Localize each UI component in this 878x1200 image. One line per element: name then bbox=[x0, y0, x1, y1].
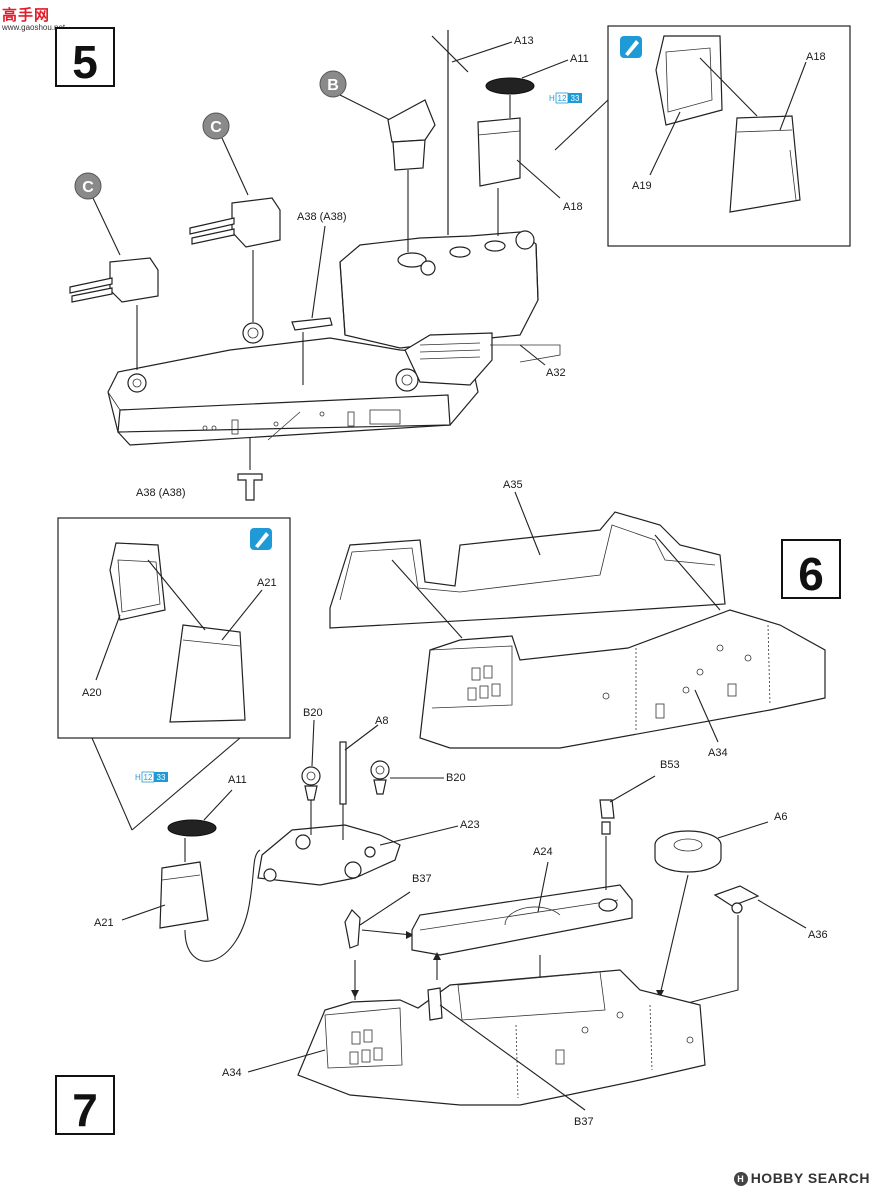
watermark-brand: 高手网 bbox=[2, 7, 51, 24]
deck-a35: A35 bbox=[329, 479, 726, 639]
platform-a23: A23 bbox=[257, 819, 480, 886]
label-b37-bottom: B37 bbox=[574, 1116, 594, 1128]
watermark-url: www.gaoshou.net bbox=[2, 23, 66, 32]
part-b37-bottom: B37 bbox=[427, 987, 594, 1128]
label-a11: A11 bbox=[570, 53, 589, 65]
step-5: 5 bbox=[55, 25, 851, 501]
callout-circle bbox=[319, 70, 347, 98]
inset-funnel-detail-7: A21 A20 bbox=[57, 517, 291, 831]
hull-deck-assembly bbox=[107, 322, 479, 446]
part-a6: A6 bbox=[654, 811, 787, 998]
label-b20-right: B20 bbox=[446, 772, 466, 784]
footer-text: HOBBY SEARCH bbox=[750, 1170, 870, 1186]
label-a34: A34 bbox=[708, 747, 728, 759]
hull-a34-7: A34 bbox=[222, 960, 706, 1106]
step-number-box bbox=[781, 539, 841, 599]
label-a19: A19 bbox=[632, 180, 652, 192]
step-7: 7 A21 A20 H 12 33 A11 bbox=[55, 517, 828, 1136]
director-b: B bbox=[319, 70, 436, 252]
label-a36: A36 bbox=[808, 929, 828, 941]
label-a21-inset: A21 bbox=[257, 577, 277, 589]
label-a32: A32 bbox=[546, 367, 566, 379]
part-b37-top: B37 bbox=[344, 873, 432, 949]
part-a11-7: H 12 33 A11 bbox=[135, 771, 247, 862]
paint-code-a: 12 bbox=[144, 773, 153, 782]
label-a38-top: A38 (A38) bbox=[297, 211, 347, 223]
paint-code-a: 12 bbox=[558, 94, 567, 103]
hull-a34: A34 bbox=[419, 609, 826, 759]
callout-letter: B bbox=[327, 77, 339, 94]
step-number: 6 bbox=[798, 548, 824, 600]
callout-circle bbox=[74, 172, 102, 200]
turret-c-forward: C bbox=[69, 172, 159, 370]
label-a35: A35 bbox=[503, 479, 523, 491]
paint-code-b: 33 bbox=[157, 773, 166, 782]
paint-prefix: H bbox=[549, 94, 555, 103]
part-a8: A8 bbox=[339, 715, 388, 840]
turret-c-superfiring: C bbox=[189, 112, 281, 322]
superstructure-a32 bbox=[339, 230, 561, 386]
part-a11: A11 H 12 33 bbox=[485, 53, 589, 118]
paint-prefix: H bbox=[135, 773, 141, 782]
callout-letter: C bbox=[82, 179, 94, 196]
label-a21: A21 bbox=[94, 917, 114, 929]
label-a18: A18 bbox=[563, 201, 583, 213]
label-a11-7: A11 bbox=[228, 774, 247, 786]
part-a38-top: A38 (A38) bbox=[291, 211, 347, 385]
part-b20-left: B20 bbox=[301, 707, 323, 835]
label-a34-7: A34 bbox=[222, 1067, 242, 1079]
inset-funnel-detail: A18 A19 bbox=[554, 25, 851, 247]
label-a13: A13 bbox=[514, 35, 534, 47]
step-number: 7 bbox=[72, 1084, 98, 1136]
label-a6: A6 bbox=[774, 811, 787, 823]
label-a18-inset: A18 bbox=[806, 51, 826, 63]
label-a23: A23 bbox=[460, 819, 480, 831]
paint-code-b: 33 bbox=[571, 94, 580, 103]
label-a38-bottom: A38 (A38) bbox=[136, 487, 186, 499]
funnel-a18: A18 bbox=[477, 117, 583, 236]
part-a38-bottom: A38 (A38) bbox=[136, 438, 263, 501]
watermark: 高手网 www.gaoshou.net bbox=[2, 4, 65, 32]
callout-letter: C bbox=[210, 119, 222, 136]
label-b37-top: B37 bbox=[412, 873, 432, 885]
part-b20-right: B20 bbox=[370, 760, 466, 795]
mast-a13: A13 bbox=[431, 30, 534, 235]
callout-circle bbox=[202, 112, 230, 140]
part-b53: B53 bbox=[599, 759, 680, 890]
hobbysearch-logo-icon: H bbox=[733, 1172, 748, 1186]
part-a36: A36 bbox=[676, 885, 828, 1010]
step-6: 6 A35 A34 bbox=[329, 479, 841, 759]
step-number-box bbox=[55, 27, 115, 87]
label-b20-left: B20 bbox=[303, 707, 323, 719]
funnel-a21: A21 bbox=[94, 849, 261, 962]
label-a24: A24 bbox=[533, 846, 553, 858]
label-b53: B53 bbox=[660, 759, 680, 771]
step-number: 5 bbox=[72, 36, 98, 88]
label-a8: A8 bbox=[375, 715, 388, 727]
label-a20: A20 bbox=[82, 687, 102, 699]
step-number-box bbox=[55, 1075, 115, 1135]
